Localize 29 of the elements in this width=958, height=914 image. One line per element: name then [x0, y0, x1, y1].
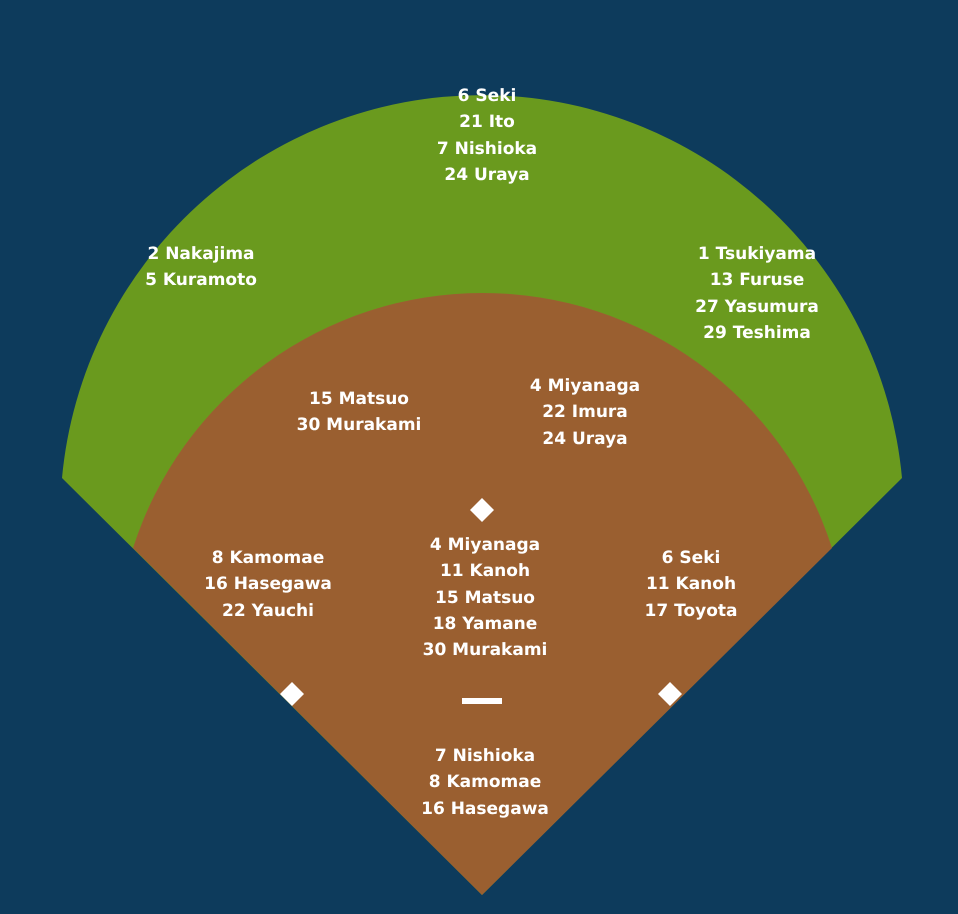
- player-name: 4 Miyanaga: [530, 376, 640, 396]
- player-name: 4 Miyanaga: [430, 535, 540, 555]
- player-name: 30 Murakami: [296, 415, 422, 436]
- player-name: 24 Uraya: [542, 428, 628, 449]
- player-name: 11 Kanoh: [440, 561, 530, 582]
- player-name: 1 Tsukiyama: [698, 244, 816, 264]
- player-name: 7 Nishioka: [436, 138, 538, 159]
- player-name: 22 Yauchi: [222, 600, 314, 621]
- player-name: 18 Yamane: [432, 614, 538, 634]
- player-name: 22 Imura: [542, 402, 628, 422]
- player-name: 8 Kamomae: [212, 548, 324, 568]
- player-name: 7 Nishioka: [434, 746, 536, 766]
- player-name: 17 Toyota: [644, 600, 738, 621]
- player-name: 29 Teshima: [703, 322, 811, 343]
- player-name: 5 Kuramoto: [145, 270, 257, 290]
- player-name: 15 Matsuo: [309, 389, 409, 409]
- player-name: 15 Matsuo: [435, 588, 535, 608]
- player-name: 16 Hasegawa: [421, 798, 549, 819]
- player-name: 24 Uraya: [444, 164, 530, 185]
- player-name: 8 Kamomae: [428, 772, 542, 792]
- player-name: 16 Hasegawa: [204, 574, 332, 594]
- player-name: 13 Furuse: [710, 270, 804, 290]
- player-name: 6 Seki: [662, 548, 720, 568]
- player-name: 27 Yasumura: [695, 296, 819, 317]
- player-name: 21 Ito: [459, 112, 515, 132]
- player-name: 30 Murakami: [422, 640, 548, 660]
- player-name: 11 Kanoh: [646, 574, 736, 594]
- player-name: 6 Seki: [458, 86, 516, 106]
- player-name: 2 Nakajima: [147, 244, 255, 264]
